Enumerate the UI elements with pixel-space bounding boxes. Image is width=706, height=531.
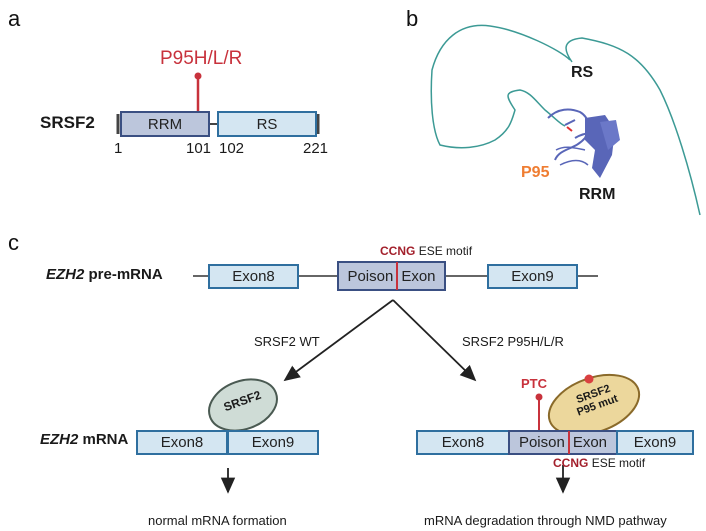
rrm-domain-box: RRM bbox=[120, 111, 210, 137]
rs-structure-label: RS bbox=[571, 64, 594, 81]
mut-outcome: mRNA degradation through NMD pathway bbox=[424, 513, 667, 528]
mut-branch-arrow bbox=[392, 299, 477, 382]
motif-marker bbox=[396, 262, 399, 290]
protein-name: SRSF2 bbox=[40, 113, 95, 132]
pre-poison-exon: Poison Exon bbox=[337, 261, 446, 291]
rrm-start: 1 bbox=[114, 140, 123, 157]
pre-exon9: Exon9 bbox=[487, 264, 578, 289]
pre-motif: CCNG ESE motif bbox=[380, 244, 473, 258]
pre-mrna-label: EZH2 pre-mRNA bbox=[46, 266, 163, 283]
rrm-structure-label: RRM bbox=[579, 186, 616, 203]
panel-c-label: c bbox=[8, 230, 19, 255]
mutation-site-dot bbox=[584, 374, 594, 384]
rs-chain bbox=[430, 24, 701, 216]
mutation-label: P95H/L/R bbox=[160, 48, 243, 69]
ptc-label: PTC bbox=[521, 376, 547, 391]
rrm-end: 101 bbox=[186, 140, 212, 157]
mut-exon9: Exon9 bbox=[616, 430, 694, 455]
panel-b-label: b bbox=[406, 6, 419, 31]
mrna-label: EZH2 mRNA bbox=[40, 431, 129, 448]
srsf2-wt-protein bbox=[208, 378, 278, 432]
mut-motif-marker bbox=[567, 431, 570, 454]
mutation-dot bbox=[194, 72, 202, 80]
wt-branch-arrow bbox=[283, 299, 394, 382]
rrm-domain bbox=[547, 108, 620, 178]
ptc-dot bbox=[535, 393, 543, 401]
wt-branch-label: SRSF2 WT bbox=[254, 334, 320, 349]
wt-exon8: Exon8 bbox=[136, 430, 228, 455]
mut-poison-exon: Poison Exon bbox=[508, 430, 618, 455]
p95-structure-label: P95 bbox=[521, 164, 550, 181]
rs-end: 221 bbox=[303, 140, 329, 157]
pre-exon8: Exon8 bbox=[208, 264, 299, 289]
mut-branch-label: SRSF2 P95H/L/R bbox=[462, 334, 564, 349]
mut-exon8: Exon8 bbox=[416, 430, 510, 455]
wt-outcome: normal mRNA formation bbox=[148, 513, 287, 528]
mut-motif: CCNG ESE motif bbox=[553, 456, 646, 470]
p95-residue bbox=[566, 126, 573, 132]
rs-start: 102 bbox=[219, 140, 245, 157]
rs-domain-box: RS bbox=[217, 111, 317, 137]
wt-exon9: Exon9 bbox=[227, 430, 319, 455]
panel-a-label: a bbox=[8, 6, 21, 31]
